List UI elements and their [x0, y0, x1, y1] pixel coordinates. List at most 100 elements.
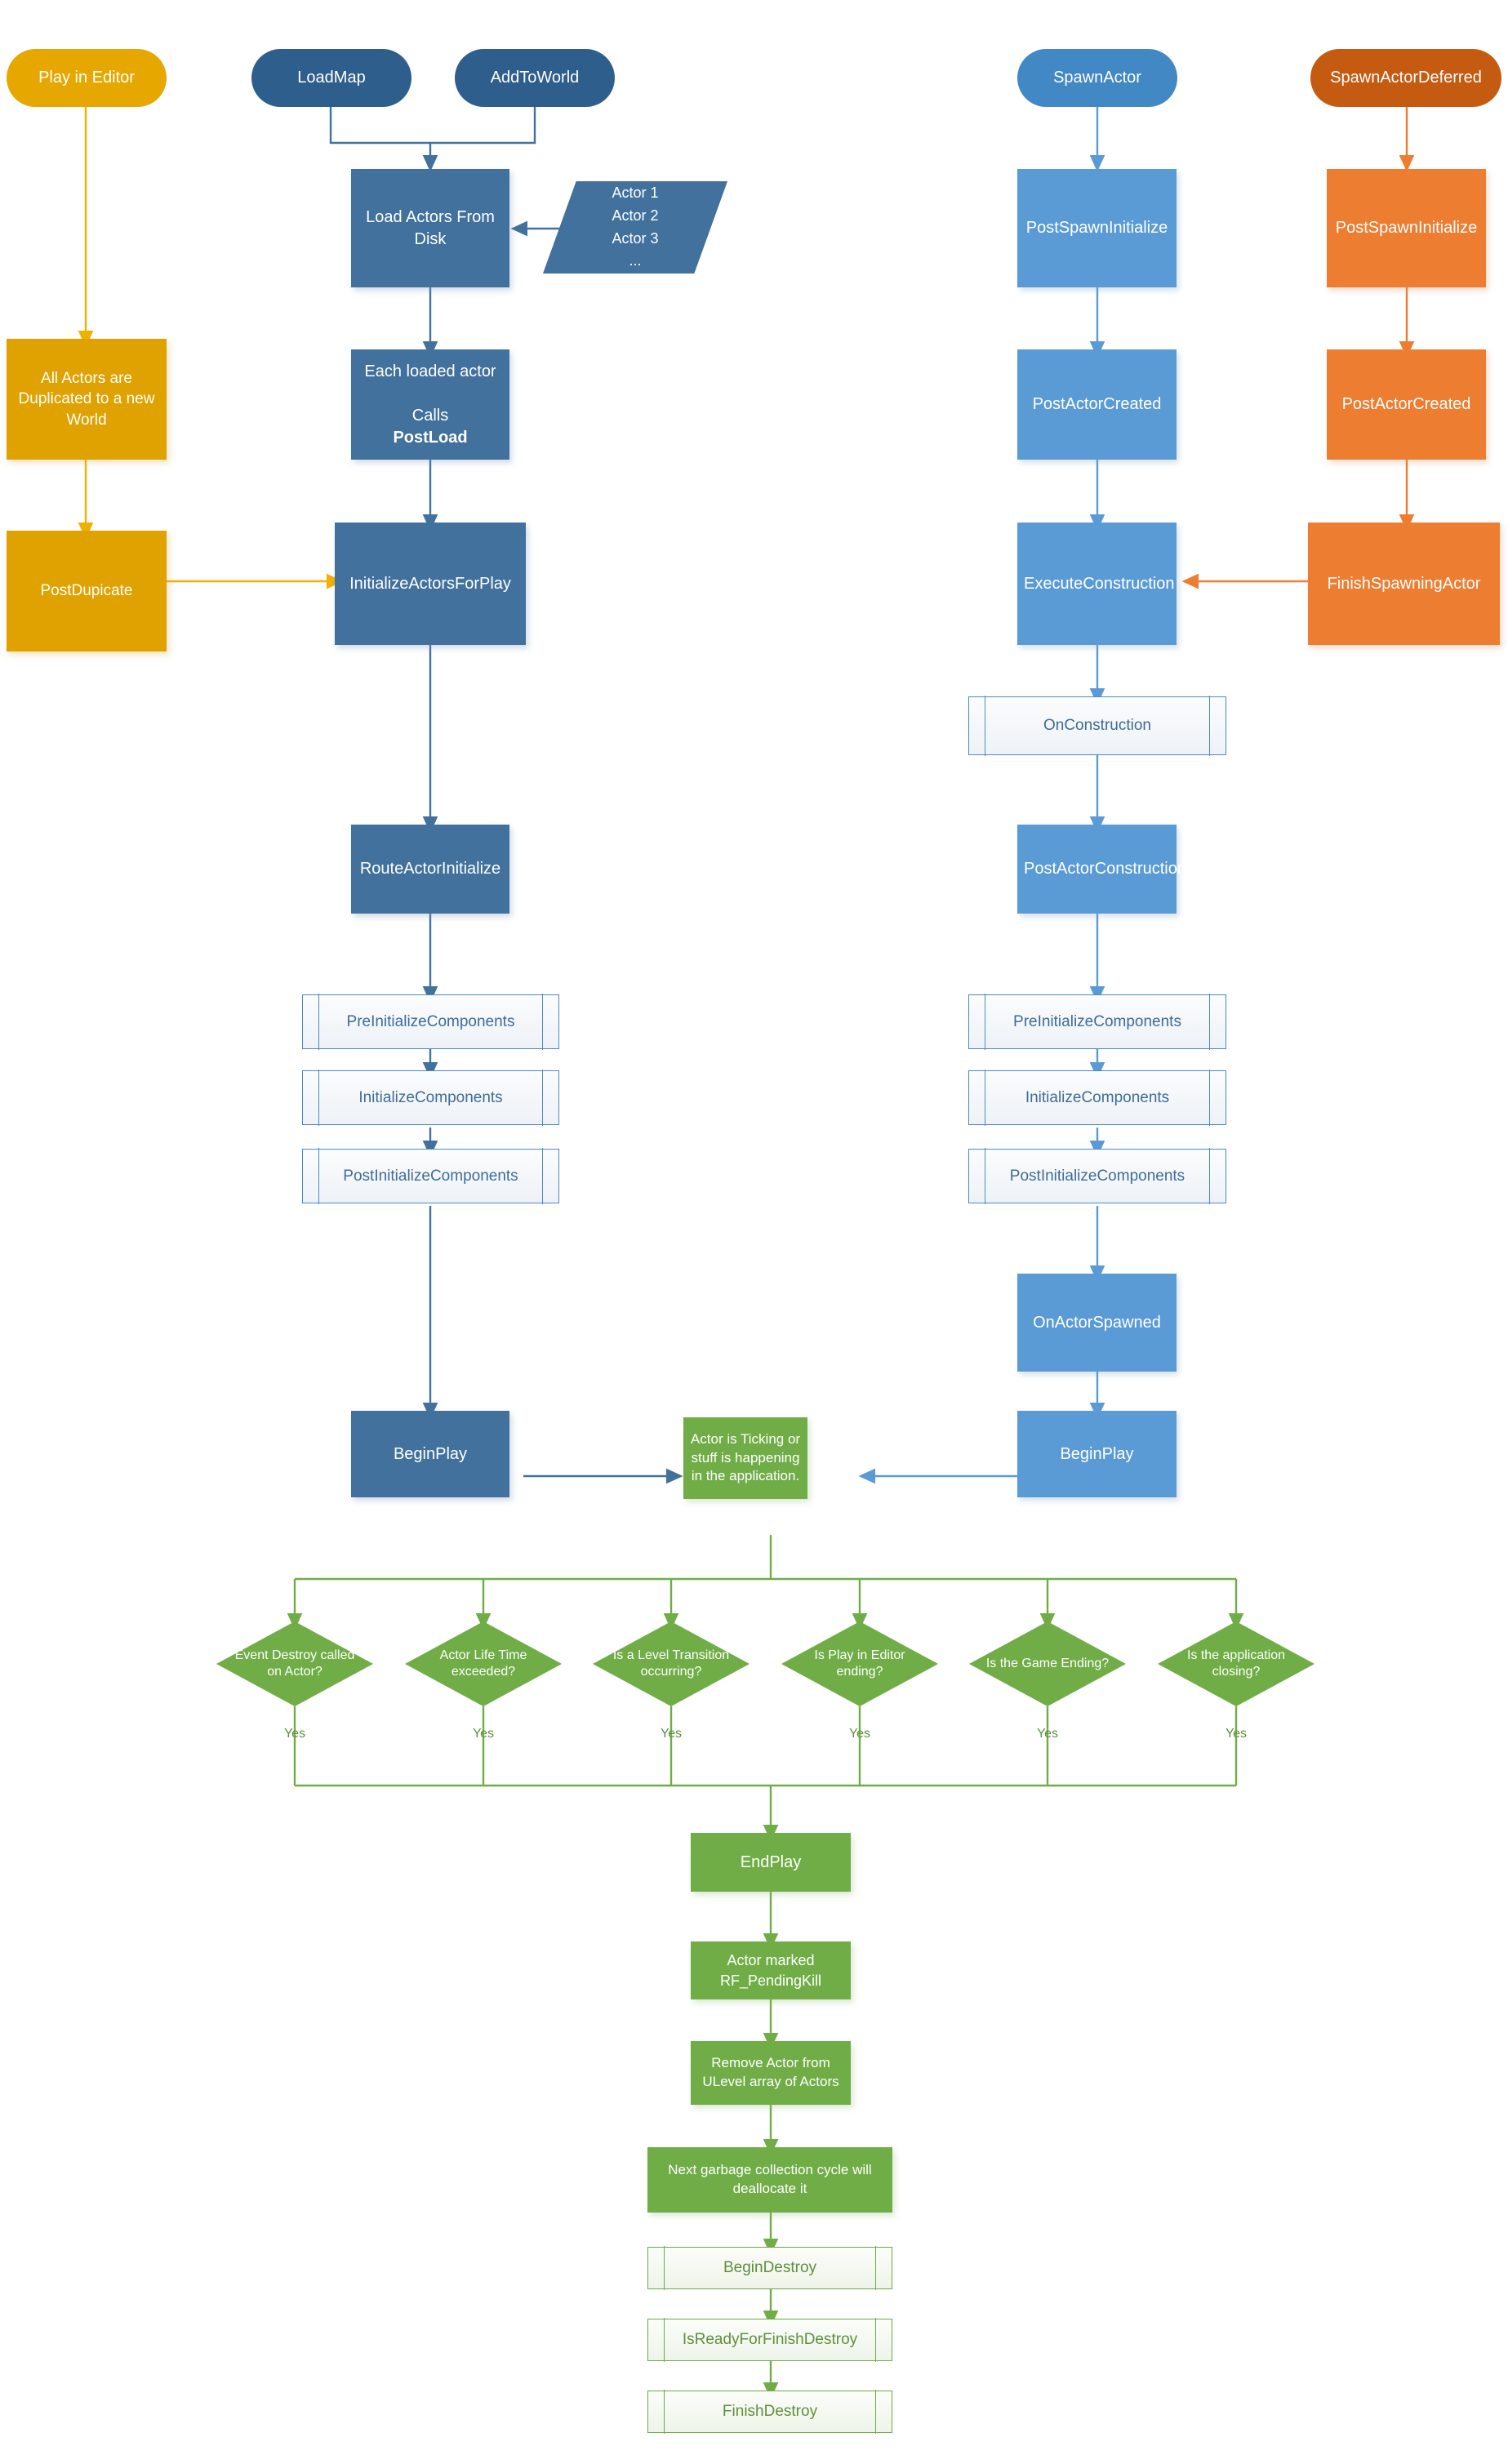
- node-all-actors-duplicated[interactable]: All Actors are Duplicated to a new World: [7, 339, 167, 460]
- node-post-actor-construction-label: PostActorConstruction: [1024, 860, 1186, 878]
- node-finish-spawning-actor-label: FinishSpawningActor: [1327, 574, 1481, 593]
- decision-level-transition-label: Is a Level Transition occurring?: [612, 1648, 730, 1679]
- node-deferred-post-spawn-initialize-label: PostSpawnInitialize: [1335, 219, 1478, 237]
- node-left-post-initialize-components-label: PostInitializeComponents: [343, 1167, 518, 1185]
- node-add-to-world[interactable]: AddToWorld: [455, 49, 615, 107]
- node-begin-destroy-label: BeginDestroy: [723, 2259, 817, 2276]
- decision-actor-lifetime[interactable]: Actor Life Time exceeded?: [405, 1621, 562, 1706]
- branch-label-yes-6: Yes: [1225, 1727, 1248, 1741]
- node-left-pre-initialize-components[interactable]: PreInitializeComponents: [302, 994, 559, 1050]
- node-initialize-actors-for-play[interactable]: InitializeActorsForPlay: [335, 523, 526, 645]
- node-garbage-collection-label: Next garbage collection cycle will deall…: [668, 2162, 872, 2196]
- node-begin-destroy[interactable]: BeginDestroy: [647, 2246, 892, 2290]
- decision-play-in-editor-ending[interactable]: Is Play in Editor ending?: [781, 1621, 938, 1706]
- node-spawn-post-spawn-initialize[interactable]: PostSpawnInitialize: [1017, 169, 1177, 287]
- decision-game-ending-label: Is the Game Ending?: [985, 1656, 1110, 1670]
- node-load-map[interactable]: LoadMap: [251, 49, 411, 107]
- node-right-begin-play[interactable]: BeginPlay: [1017, 1411, 1177, 1497]
- node-load-actors-from-disk-label: Load Actors From Disk: [366, 207, 495, 248]
- branch-label-yes-3: Yes: [660, 1727, 683, 1741]
- node-on-construction-label: OnConstruction: [1043, 717, 1151, 734]
- node-each-loaded-actor-postload-label: Each loaded actor Calls PostLoad: [358, 361, 503, 449]
- branch-label-yes-2: Yes: [472, 1727, 495, 1741]
- node-right-begin-play-label: BeginPlay: [1060, 1444, 1134, 1463]
- node-right-post-initialize-components-label: PostInitializeComponents: [1009, 1167, 1185, 1185]
- node-left-begin-play-label: BeginPlay: [393, 1444, 468, 1463]
- node-finish-spawning-actor[interactable]: FinishSpawningActor: [1308, 523, 1500, 645]
- node-load-actors-from-disk[interactable]: Load Actors From Disk: [351, 169, 509, 287]
- node-right-initialize-components-label: InitializeComponents: [1025, 1088, 1170, 1106]
- node-actor-marked-pending-kill[interactable]: Actor marked RF_PendingKill: [691, 1941, 851, 1999]
- node-right-initialize-components[interactable]: InitializeComponents: [968, 1070, 1226, 1126]
- node-left-initialize-components-label: InitializeComponents: [358, 1088, 503, 1106]
- node-actor-is-ticking[interactable]: Actor is Ticking or stuff is happening i…: [683, 1417, 807, 1499]
- node-spawn-post-actor-created[interactable]: PostActorCreated: [1017, 349, 1177, 460]
- actor-item-3: Actor 3: [612, 229, 659, 247]
- node-left-post-initialize-components[interactable]: PostInitializeComponents: [302, 1148, 559, 1204]
- node-add-to-world-label: AddToWorld: [490, 69, 580, 87]
- node-spawn-actor-deferred[interactable]: SpawnActorDeferred: [1310, 49, 1501, 107]
- node-actor-list-label: Actor 1 Actor 2 Actor 3 ...: [612, 182, 658, 274]
- node-deferred-post-spawn-initialize[interactable]: PostSpawnInitialize: [1327, 169, 1486, 287]
- node-is-ready-for-finish-destroy-label: IsReadyForFinishDestroy: [682, 2331, 858, 2348]
- node-end-play[interactable]: EndPlay: [691, 1833, 851, 1892]
- branch-label-yes-4: Yes: [848, 1727, 871, 1741]
- node-route-actor-initialize-label: RouteActorInitialize: [359, 860, 501, 878]
- node-spawn-actor-deferred-label: SpawnActorDeferred: [1330, 69, 1482, 87]
- node-spawn-actor[interactable]: SpawnActor: [1017, 49, 1177, 107]
- postload-calls: Calls: [411, 406, 449, 425]
- node-right-pre-initialize-components-label: PreInitializeComponents: [1013, 1012, 1181, 1030]
- node-execute-construction-label: ExecuteConstruction: [1024, 574, 1175, 593]
- node-spawn-actor-label: SpawnActor: [1053, 69, 1141, 87]
- node-actor-is-ticking-label: Actor is Ticking or stuff is happening i…: [690, 1430, 801, 1484]
- node-is-ready-for-finish-destroy[interactable]: IsReadyForFinishDestroy: [647, 2318, 892, 2362]
- actor-item-2: Actor 2: [612, 207, 659, 224]
- node-on-construction[interactable]: OnConstruction: [968, 696, 1226, 756]
- decision-application-closing-label: Is the application closing?: [1186, 1648, 1286, 1679]
- node-route-actor-initialize[interactable]: RouteActorInitialize: [351, 825, 509, 914]
- decision-event-destroy[interactable]: Event Destroy called on Actor?: [216, 1621, 373, 1706]
- node-each-loaded-actor-postload[interactable]: Each loaded actor Calls PostLoad: [351, 349, 509, 460]
- postload-method: PostLoad: [393, 428, 468, 447]
- decision-actor-lifetime-label: Actor Life Time exceeded?: [439, 1648, 527, 1679]
- parallelogram-shape: [543, 181, 727, 274]
- decision-level-transition[interactable]: Is a Level Transition occurring?: [593, 1621, 750, 1706]
- node-right-pre-initialize-components[interactable]: PreInitializeComponents: [968, 994, 1226, 1050]
- node-all-actors-duplicated-label: All Actors are Duplicated to a new World: [18, 369, 155, 429]
- node-on-actor-spawned-label: OnActorSpawned: [1033, 1313, 1161, 1332]
- node-play-in-editor[interactable]: Play in Editor: [7, 49, 167, 107]
- node-finish-destroy-label: FinishDestroy: [722, 2403, 818, 2420]
- node-spawn-post-spawn-initialize-label: PostSpawnInitialize: [1025, 219, 1168, 237]
- node-load-map-label: LoadMap: [297, 69, 366, 87]
- actor-item-1: Actor 1: [612, 184, 659, 201]
- node-remove-actor-from-ulevel-label: Remove Actor from ULevel array of Actors: [702, 2055, 839, 2089]
- postload-line1: Each loaded actor: [364, 362, 496, 380]
- actor-item-ellipsis: ...: [629, 252, 642, 269]
- decision-application-closing[interactable]: Is the application closing?: [1158, 1621, 1314, 1706]
- node-finish-destroy[interactable]: FinishDestroy: [647, 2390, 892, 2434]
- decision-event-destroy-label: Event Destroy called on Actor?: [234, 1648, 355, 1679]
- branch-label-yes-1: Yes: [283, 1727, 306, 1741]
- node-left-pre-initialize-components-label: PreInitializeComponents: [346, 1012, 515, 1030]
- node-post-actor-construction[interactable]: PostActorConstruction: [1017, 825, 1186, 914]
- node-initialize-actors-for-play-label: InitializeActorsForPlay: [349, 574, 511, 593]
- node-remove-actor-from-ulevel[interactable]: Remove Actor from ULevel array of Actors: [691, 2041, 851, 2105]
- node-garbage-collection[interactable]: Next garbage collection cycle will deall…: [647, 2147, 892, 2213]
- node-deferred-post-actor-created-label: PostActorCreated: [1341, 395, 1471, 413]
- decision-game-ending[interactable]: Is the Game Ending?: [969, 1621, 1126, 1706]
- node-execute-construction[interactable]: ExecuteConstruction: [1017, 523, 1177, 645]
- node-deferred-post-actor-created[interactable]: PostActorCreated: [1327, 349, 1486, 460]
- node-end-play-label: EndPlay: [740, 1852, 802, 1871]
- node-actor-marked-pending-kill-label: Actor marked RF_PendingKill: [719, 1952, 822, 1989]
- decision-play-in-editor-ending-label: Is Play in Editor ending?: [814, 1648, 905, 1679]
- node-right-post-initialize-components[interactable]: PostInitializeComponents: [968, 1148, 1226, 1204]
- node-post-duplicate-label: PostDupicate: [40, 582, 133, 600]
- node-spawn-post-actor-created-label: PostActorCreated: [1032, 395, 1162, 413]
- node-left-begin-play[interactable]: BeginPlay: [351, 1411, 509, 1497]
- node-left-initialize-components[interactable]: InitializeComponents: [302, 1070, 559, 1126]
- node-actor-list[interactable]: Actor 1 Actor 2 Actor 3 ...: [543, 181, 727, 274]
- node-post-duplicate[interactable]: PostDupicate: [7, 531, 167, 652]
- node-on-actor-spawned[interactable]: OnActorSpawned: [1017, 1274, 1177, 1372]
- node-play-in-editor-label: Play in Editor: [38, 69, 135, 87]
